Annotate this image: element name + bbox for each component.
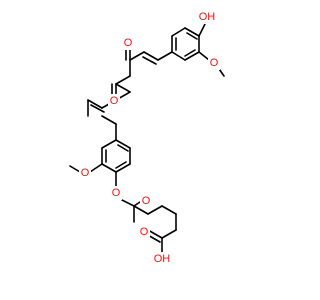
methoxy-o-top-label: O [210,57,219,69]
acid-oh-label: OH [154,253,171,265]
hydroxyl-top-label: OH [199,11,216,23]
ketone-o-upper-label: O [124,37,133,49]
bond-to-hydroxyl [198,23,206,37]
molecule-structure: OH O O O O O O O OH [69,10,225,266]
bond-chain [133,205,149,215]
bond-ring-top [171,51,186,61]
acid-o-carbonyl-label: O [140,226,149,238]
methoxy-o-lower-label: O [81,167,90,179]
ketone-o-lower-label: O [110,95,119,107]
bond-chain [101,115,117,125]
bond-ring-top-double [184,49,196,57]
bond-chain-double [90,104,105,113]
bond-ring-lower [101,139,117,149]
bond-ring-lower [115,139,131,149]
bond-chain [161,205,177,215]
bond-chain [147,205,163,215]
bond-ring-top [184,27,200,37]
bond-to-methoxy-o [89,163,103,173]
bond-chain-double [142,56,157,65]
ester-o-link-label: O [112,187,121,199]
bond-ring-top [184,51,200,61]
bond-to-methoxy-o [198,51,210,61]
bond-chain [157,51,173,61]
bond-ester [121,199,135,207]
bond-ring-top-double [186,32,198,40]
bond-chain [115,83,131,93]
bond-ring-top [171,27,186,37]
bond-ring-lower [101,163,117,173]
atom-layer: OH O O O O O O O OH [79,10,220,266]
bond-ring-lower-double [117,144,129,152]
bond-chain [161,229,177,239]
bond-ring-lower [115,163,131,173]
bond-acid-carbonyl [147,229,163,239]
bond-methoxy-methyl [69,165,81,173]
bond-chain [115,75,131,85]
bond-layer [69,23,225,255]
bond-chain [87,99,103,109]
bond-ring-lower-double [115,161,127,169]
bond-chain [143,51,159,61]
ester-o-carbonyl-label: O [142,195,151,207]
bond-chain [129,51,145,61]
